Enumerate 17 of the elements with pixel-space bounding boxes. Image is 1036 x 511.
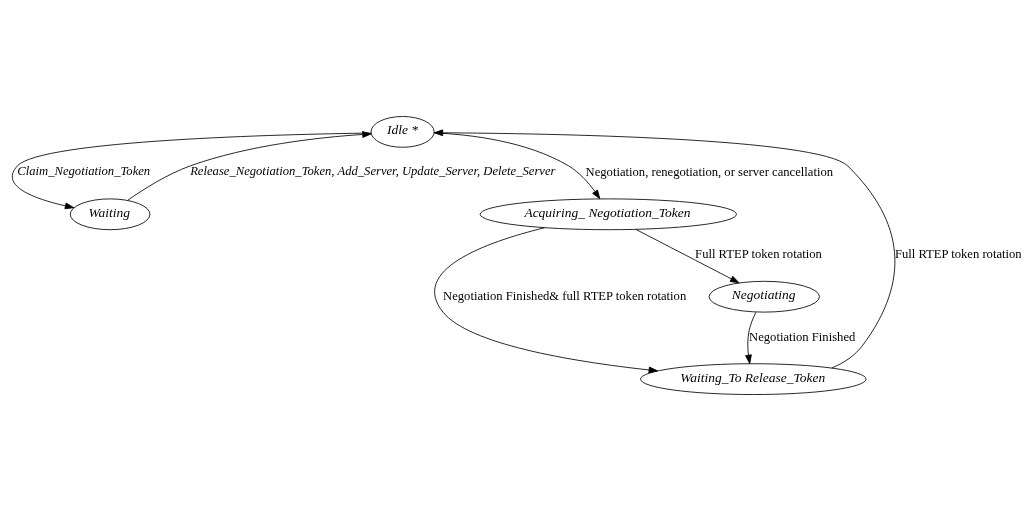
node-ellipse: Acquiring_ Negotiation_Token [479, 198, 737, 231]
edge-label: Claim_Negotiation_Token [17, 164, 151, 179]
node-ellipse: Negotiating [708, 280, 820, 313]
arrow [434, 227, 658, 374]
arrow [635, 229, 740, 284]
edge-label: Full RTEP token rotation [894, 247, 1022, 262]
arrow [127, 131, 372, 201]
edge-label: Negotiation Finished [749, 329, 856, 344]
arrow [11, 132, 372, 210]
edge-label: Negotiation, renegotiation, or server cancellation [585, 165, 834, 180]
edge-label: Full RTEP token rotation [695, 247, 822, 262]
node-ellipse: Idle * [370, 116, 435, 148]
arrow [433, 129, 896, 369]
edge-label: Release_Negotiation_Token, Add_Server, Update_Server, Delete_Server [190, 164, 556, 179]
node-ellipse: Waiting [69, 198, 151, 231]
edge-label: Negotiation Finished& full RTEP token rotation [443, 288, 687, 303]
arrow [745, 311, 757, 364]
